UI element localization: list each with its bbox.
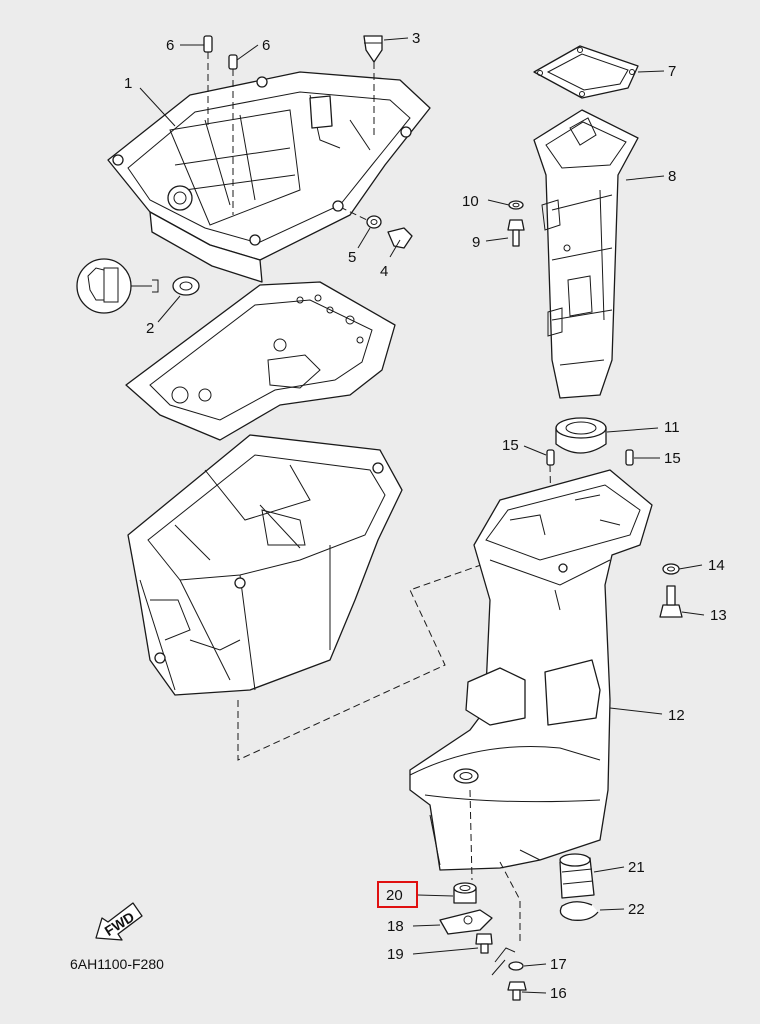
part-18-plate[interactable] xyxy=(439,909,493,935)
callout-20[interactable]: 20 xyxy=(386,887,403,904)
callout-8[interactable]: 8 xyxy=(668,168,676,185)
part-6-dowel-pin-left[interactable] xyxy=(203,35,213,125)
callout-12[interactable]: 12 xyxy=(668,707,685,724)
exhaust-manifold-casing[interactable] xyxy=(127,434,403,696)
callout-7[interactable]: 7 xyxy=(668,63,676,80)
alignment-line-casing xyxy=(237,559,496,761)
part-3-grommet[interactable] xyxy=(363,35,383,135)
part-22-circlip[interactable] xyxy=(559,901,599,921)
forward-arrow-icon: FWD xyxy=(95,902,143,941)
callout-15-left[interactable]: 15 xyxy=(502,437,519,454)
part-17-washer[interactable] xyxy=(491,947,524,976)
callout-2[interactable]: 2 xyxy=(146,320,154,337)
part-19-bolt[interactable] xyxy=(475,933,493,954)
part-9-bolt[interactable] xyxy=(507,219,525,247)
part-14-washer[interactable] xyxy=(662,563,680,575)
callout-18[interactable]: 18 xyxy=(387,918,404,935)
part-15-dowel-pin-left[interactable] xyxy=(546,449,555,571)
gasket[interactable] xyxy=(125,281,396,441)
callout-4[interactable]: 4 xyxy=(380,263,388,280)
part-8-exhaust-guide[interactable] xyxy=(533,109,639,399)
callout-14[interactable]: 14 xyxy=(708,557,725,574)
callout-5[interactable]: 5 xyxy=(348,249,356,266)
part-4-drain-plug[interactable] xyxy=(332,200,413,249)
part-2-oil-seal[interactable] xyxy=(172,276,200,296)
alignment-line-17 xyxy=(499,861,521,945)
part-11-seal-ring[interactable] xyxy=(555,417,607,454)
part-12-upper-casing[interactable] xyxy=(409,469,653,871)
part-5-gasket-washer[interactable] xyxy=(339,206,382,229)
callout-3[interactable]: 3 xyxy=(412,30,420,47)
part-6-dowel-pin-right[interactable] xyxy=(228,54,238,215)
callout-6-left[interactable]: 6 xyxy=(166,37,174,54)
callout-17[interactable]: 17 xyxy=(550,956,567,973)
part-1-upper-casing[interactable] xyxy=(107,71,431,283)
callout-9[interactable]: 9 xyxy=(472,234,480,251)
alignment-line-20 xyxy=(469,789,473,881)
callout-1[interactable]: 1 xyxy=(124,75,132,92)
callout-6-right[interactable]: 6 xyxy=(262,37,270,54)
callout-15-right[interactable]: 15 xyxy=(664,450,681,467)
part-21-bushing[interactable] xyxy=(559,853,595,899)
part-13-bolt[interactable] xyxy=(659,585,683,618)
seal-detail-inset xyxy=(76,258,159,314)
part-10-washer[interactable] xyxy=(508,200,524,210)
part-20-seal[interactable] xyxy=(453,882,477,904)
diagram-code: 6AH1100-F280 xyxy=(70,956,164,972)
callout-labels: 1 6 6 3 4 5 2 7 8 10 9 11 15 15 14 13 12… xyxy=(124,30,727,1002)
callout-19[interactable]: 19 xyxy=(387,946,404,963)
callout-13[interactable]: 13 xyxy=(710,607,727,624)
callout-11[interactable]: 11 xyxy=(664,419,680,436)
callout-20-highlight-box xyxy=(377,881,418,908)
callout-22[interactable]: 22 xyxy=(628,901,645,918)
callout-10[interactable]: 10 xyxy=(462,193,479,210)
part-7-gasket[interactable] xyxy=(533,45,639,99)
part-16-bolt[interactable] xyxy=(507,981,527,1001)
callout-16[interactable]: 16 xyxy=(550,985,567,1002)
part-15-dowel-pin-right[interactable] xyxy=(625,449,634,466)
leader-lines xyxy=(139,37,705,994)
callout-21[interactable]: 21 xyxy=(628,859,645,876)
